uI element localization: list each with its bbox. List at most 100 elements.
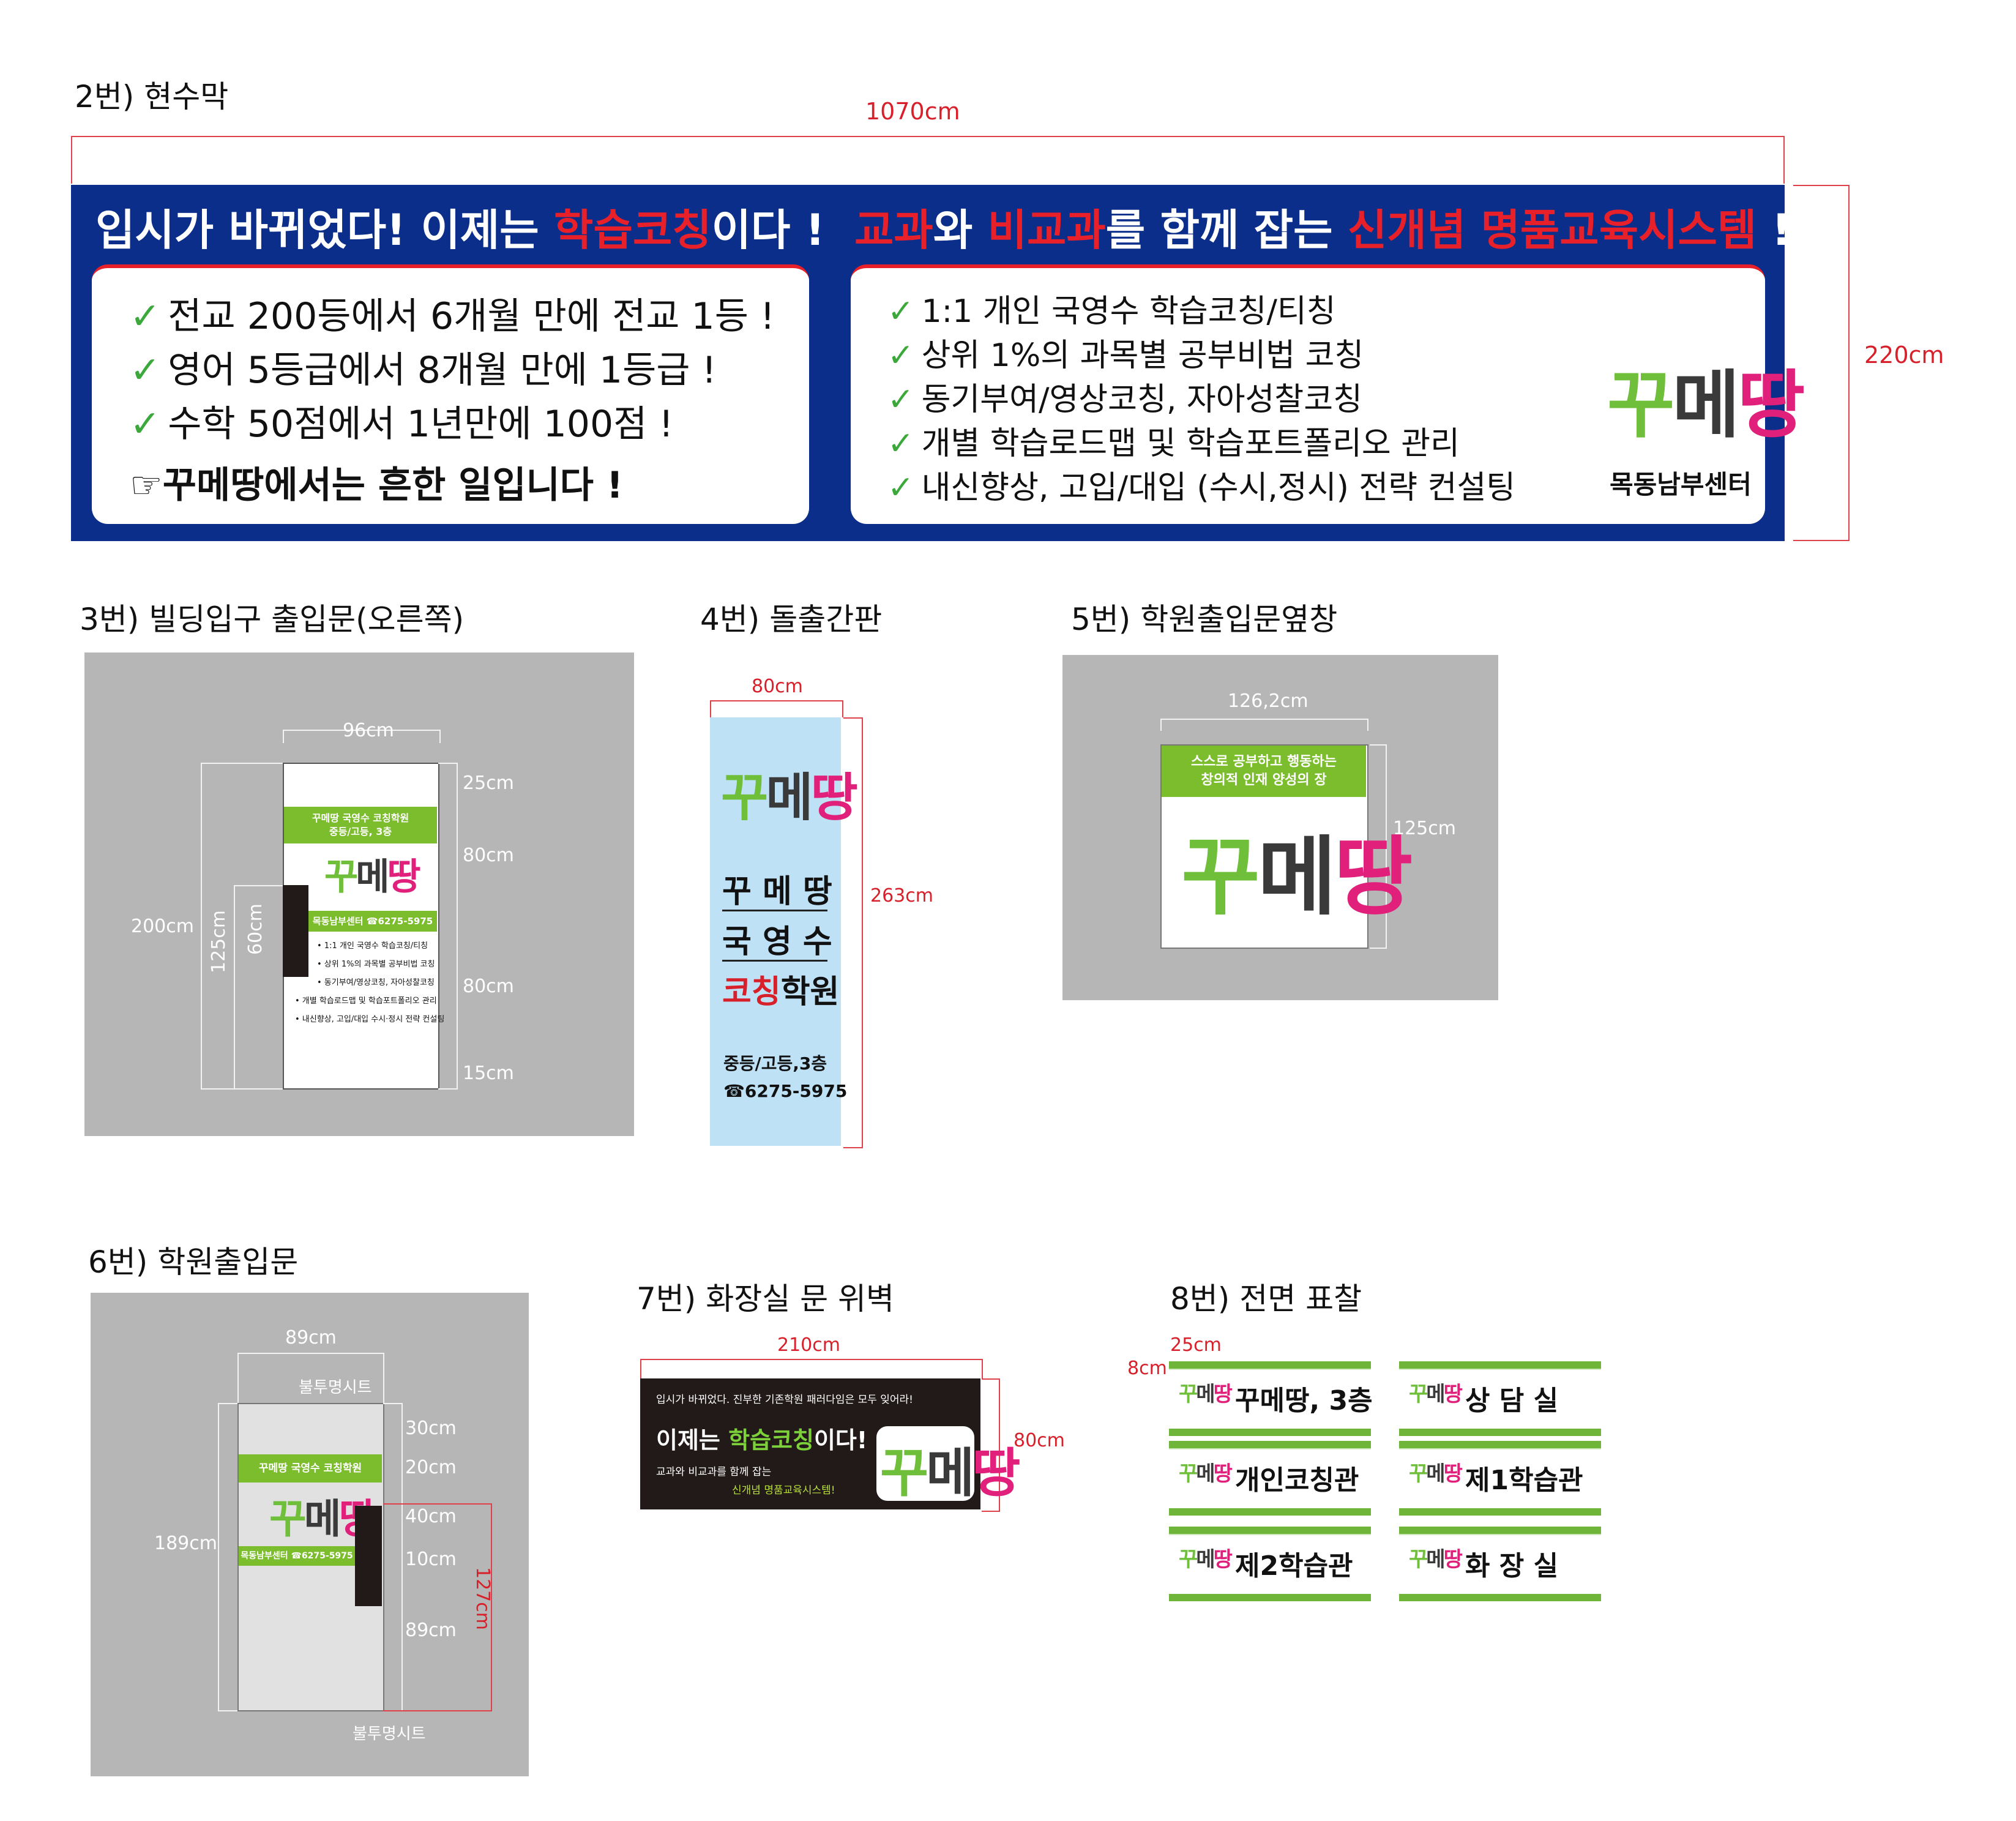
check-icon: ✓ (887, 337, 914, 374)
s4-sign (710, 717, 841, 1146)
plate-label: 제1학습관 (1465, 1465, 1583, 1496)
s6-dim-10: 10cm (405, 1549, 457, 1570)
s3-dim-15: 15cm (463, 1063, 514, 1084)
plate-logo: 꾸메땅 (1179, 1462, 1233, 1486)
s8-plate: 꾸메땅 제1학습관 (1399, 1441, 1601, 1516)
s8-plate: 꾸메땅 개인코칭관 (1169, 1441, 1371, 1516)
plate-label: 꾸메땅, 3층 (1235, 1385, 1373, 1416)
s6-height-label: 189cm (154, 1533, 217, 1554)
s6-dim-20: 20cm (405, 1457, 457, 1478)
banner-center-name: 목동남부센터 (1610, 469, 1752, 499)
plate-label: 개인코칭관 (1235, 1465, 1359, 1496)
s3-handle-panel (283, 885, 308, 977)
s7-sub2: 신개념 명품교육시스템! (732, 1484, 835, 1497)
s5-height-line (1370, 744, 1387, 949)
s3-125-label: 125cm (208, 910, 230, 973)
plate-logo: 꾸메땅 (1179, 1547, 1233, 1572)
banner-height-line (1793, 185, 1850, 541)
brand-logo: 꾸메땅 (1607, 363, 1805, 448)
check-icon: ✓ (887, 469, 914, 506)
s4-phone: ☎6275-5975 (723, 1081, 848, 1101)
s7-top-line: 입시가 바뀌었다. 진부한 기존학원 패러다임은 모두 잊어라! (656, 1394, 914, 1406)
check-icon: ✓ (887, 425, 914, 462)
s6-dim-30: 30cm (405, 1418, 457, 1439)
s7-height-label: 80cm (1014, 1430, 1065, 1451)
s8-plate: 꾸메땅 화 장 실 (1399, 1527, 1601, 1601)
section-title-6: 6번) 학원출입문 (88, 1244, 299, 1280)
section-title-7: 7번) 화장실 문 위벽 (637, 1281, 894, 1317)
s3-green-bar: 목동남부센터 ☎6275-5975 (308, 911, 437, 932)
s6-width-label: 89cm (285, 1327, 337, 1348)
s4-line2: 국 영 수 (722, 924, 832, 960)
banner-left-title: 입시가 바뀌었다! 이제는 학습코칭이다 ! (95, 205, 825, 255)
banner-right-item: ✓내신향상, 고입/대입 (수시,정시) 전략 컨설팅 (887, 469, 1516, 506)
banner-right-panel: ✓1:1 개인 국영수 학습코칭/티칭 ✓상위 1%의 과목별 공부비법 코칭 … (851, 264, 1805, 524)
s3-logo: 꾸메땅 (324, 856, 421, 899)
s3-dim-25: 25cm (463, 772, 514, 794)
s4-line3: 코칭학원 (722, 974, 840, 1011)
section-title-8: 8번) 전면 표찰 (1170, 1281, 1362, 1317)
section-title-3: 3번) 빌딩입구 출입문(오른쪽) (80, 602, 465, 637)
s4-logo: 꾸메땅 (721, 768, 858, 828)
s8-height-label: 8cm (1127, 1358, 1167, 1379)
banner-width-label: 1070cm (865, 98, 960, 125)
section-title-4: 4번) 돌출간판 (700, 602, 883, 637)
s5-height-label: 125cm (1393, 818, 1456, 839)
s7-width-label: 210cm (777, 1334, 840, 1356)
s6-dim-40: 40cm (405, 1506, 457, 1527)
banner-left-footer: ☞꾸메땅에서는 흔한 일입니다 ! (130, 464, 624, 507)
plate-logo: 꾸메땅 (1179, 1382, 1233, 1407)
plate-label: 화 장 실 (1465, 1550, 1559, 1582)
banner-right-item: ✓상위 1%의 과목별 공부비법 코칭 (887, 337, 1364, 374)
s3-right-dim-line (438, 763, 458, 1090)
banner-left-panel: ✓전교 200등에서 6개월 만에 전교 1등 ! ✓영어 5등급에서 8개월 … (92, 264, 809, 524)
s5-logo: 꾸메땅 (1181, 828, 1413, 927)
s3-item: • 개별 학습로드맵 및 학습포트폴리오 관리 (295, 997, 437, 1006)
s7-sub1: 교과와 비교과를 함께 잡는 (656, 1466, 772, 1478)
s3-height-label: 200cm (131, 916, 194, 937)
s4-line1: 꾸 메 땅 (722, 873, 832, 910)
banner-height-label: 220cm (1864, 342, 1944, 368)
s4-height-label: 263cm (870, 885, 933, 907)
check-icon: ✓ (130, 403, 161, 446)
banner-right-item: ✓1:1 개인 국영수 학습코칭/티칭 (887, 293, 1336, 330)
s7-logo: 꾸메땅 (880, 1443, 1020, 1504)
s3-dim-80b: 80cm (463, 976, 514, 997)
s5-width-label: 126,2cm (1228, 690, 1309, 712)
s6-height-line (218, 1403, 237, 1711)
s7-width-line (640, 1359, 983, 1380)
s7-main: 이제는 학습코칭이다! (656, 1427, 868, 1454)
plate-label: 제2학습관 (1235, 1550, 1353, 1582)
check-icon: ✓ (130, 349, 161, 392)
plate-logo: 꾸메땅 (1409, 1547, 1463, 1572)
banner-right-item: ✓동기부여/영상코칭, 자아성찰코칭 (887, 381, 1362, 418)
s3-item: • 1:1 개인 국영수 학습코칭/티칭 (317, 941, 428, 951)
s3-125-line (234, 885, 284, 1090)
s6-sheet-top: 불투명시트 (299, 1378, 372, 1397)
s6-green-bar1: 꾸메땅 국영수 코칭학원 (239, 1454, 382, 1483)
s3-item: • 상위 1%의 과목별 공부비법 코칭 (317, 960, 435, 969)
banner-width-line (71, 136, 1785, 184)
s4-width-line (710, 700, 843, 717)
check-icon: ✓ (887, 381, 914, 418)
banner-left-item: ✓전교 200등에서 6개월 만에 전교 1등 ! (130, 295, 775, 338)
s6-dim-89: 89cm (405, 1620, 457, 1641)
s8-width-label: 25cm (1170, 1334, 1222, 1356)
banner-right-title: 교과와 비교과를 함께 잡는 신개념 명품교육시스템 ! (854, 205, 1791, 255)
banner-left-item: ✓영어 5등급에서 8개월 만에 1등급 ! (130, 349, 717, 392)
s7-height-line (982, 1378, 1000, 1512)
check-icon: ✓ (887, 293, 914, 330)
s6-logo: 꾸메땅 (269, 1495, 376, 1542)
banner-right-item: ✓개별 학습로드맵 및 학습포트폴리오 관리 (887, 425, 1460, 462)
s4-divider (722, 960, 827, 962)
banner: 입시가 바뀌었다! 이제는 학습코칭이다 ! 교과와 비교과를 함께 잡는 신개… (71, 185, 1805, 541)
plate-logo: 꾸메땅 (1409, 1382, 1463, 1407)
s6-red-label: 127cm (472, 1567, 493, 1630)
s7-logo-box (876, 1426, 974, 1501)
s3-item: • 내신향상, 고입/대입 수시·정시 전략 컨설팅 (295, 1015, 445, 1024)
s4-divider (722, 910, 827, 911)
s8-plate: 꾸메땅 꾸메땅, 3층 (1169, 1361, 1373, 1436)
s5-width-line (1160, 719, 1368, 731)
